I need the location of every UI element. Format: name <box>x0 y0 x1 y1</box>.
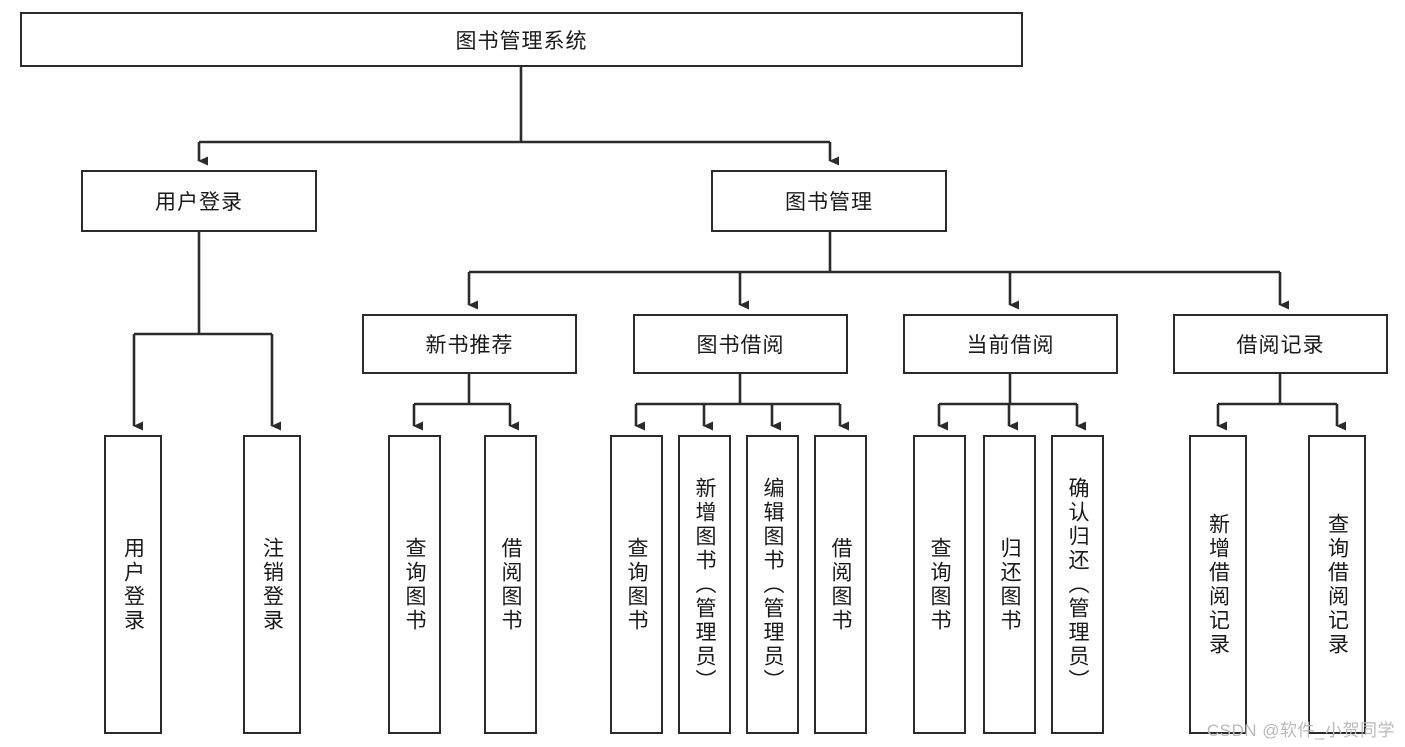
leaf-return-book[interactable]: 归还图书 <box>983 435 1036 734</box>
leaf-query-book-borrow[interactable]: 查询图书 <box>610 435 663 734</box>
leaf-confirm-return-admin[interactable]: 确认归还（管理员） <box>1051 435 1104 734</box>
node-book-borrow-label: 图书借阅 <box>696 334 785 357</box>
node-root-label: 图书管理系统 <box>455 29 588 53</box>
leaf-add-book-admin-label: 新增图书（管理员） <box>693 476 716 693</box>
leaf-add-borrow-record[interactable]: 新增借阅记录 <box>1189 435 1247 734</box>
leaf-confirm-return-admin-label: 确认归还（管理员） <box>1066 476 1089 693</box>
node-current-borrow[interactable]: 当前借阅 <box>903 314 1118 374</box>
leaf-borrow-book-recommend-label: 借阅图书 <box>499 536 522 633</box>
leaf-borrow-book-recommend[interactable]: 借阅图书 <box>484 435 537 734</box>
leaf-logout-label: 注销登录 <box>260 536 284 633</box>
node-book-management[interactable]: 图书管理 <box>711 170 947 232</box>
leaf-return-book-label: 归还图书 <box>998 536 1021 633</box>
leaf-query-book-recommend[interactable]: 查询图书 <box>388 435 441 734</box>
node-new-book-recommend[interactable]: 新书推荐 <box>362 314 577 374</box>
watermark-text: CSDN @软件_小贺同学 <box>1206 721 1395 740</box>
node-book-management-label: 图书管理 <box>785 191 873 214</box>
leaf-add-borrow-record-label: 新增借阅记录 <box>1206 512 1230 657</box>
leaf-borrow-book[interactable]: 借阅图书 <box>814 435 867 734</box>
leaf-add-book-admin[interactable]: 新增图书（管理员） <box>678 435 731 734</box>
node-current-borrow-label: 当前借阅 <box>966 334 1055 357</box>
leaf-user-login-label: 用户登录 <box>121 536 145 633</box>
leaf-query-book-borrow-label: 查询图书 <box>625 536 648 633</box>
leaf-edit-book-admin-label: 编辑图书（管理员） <box>761 476 784 693</box>
leaf-logout[interactable]: 注销登录 <box>243 435 301 734</box>
leaf-edit-book-admin[interactable]: 编辑图书（管理员） <box>746 435 799 734</box>
leaf-query-book-recommend-label: 查询图书 <box>403 536 426 633</box>
leaf-borrow-book-label: 借阅图书 <box>829 536 852 633</box>
leaf-user-login[interactable]: 用户登录 <box>104 435 162 734</box>
node-user-login-label: 用户登录 <box>155 191 243 214</box>
node-borrow-record[interactable]: 借阅记录 <box>1173 314 1388 374</box>
node-user-login[interactable]: 用户登录 <box>81 170 317 232</box>
node-root[interactable]: 图书管理系统 <box>20 12 1023 67</box>
leaf-query-borrow-record-label: 查询借阅记录 <box>1325 512 1349 657</box>
leaf-query-borrow-record[interactable]: 查询借阅记录 <box>1308 435 1366 734</box>
node-book-borrow[interactable]: 图书借阅 <box>633 314 848 374</box>
node-new-book-recommend-label: 新书推荐 <box>425 334 514 357</box>
leaf-query-book-current-label: 查询图书 <box>928 536 951 633</box>
leaf-query-book-current[interactable]: 查询图书 <box>913 435 966 734</box>
node-borrow-record-label: 借阅记录 <box>1236 334 1325 357</box>
